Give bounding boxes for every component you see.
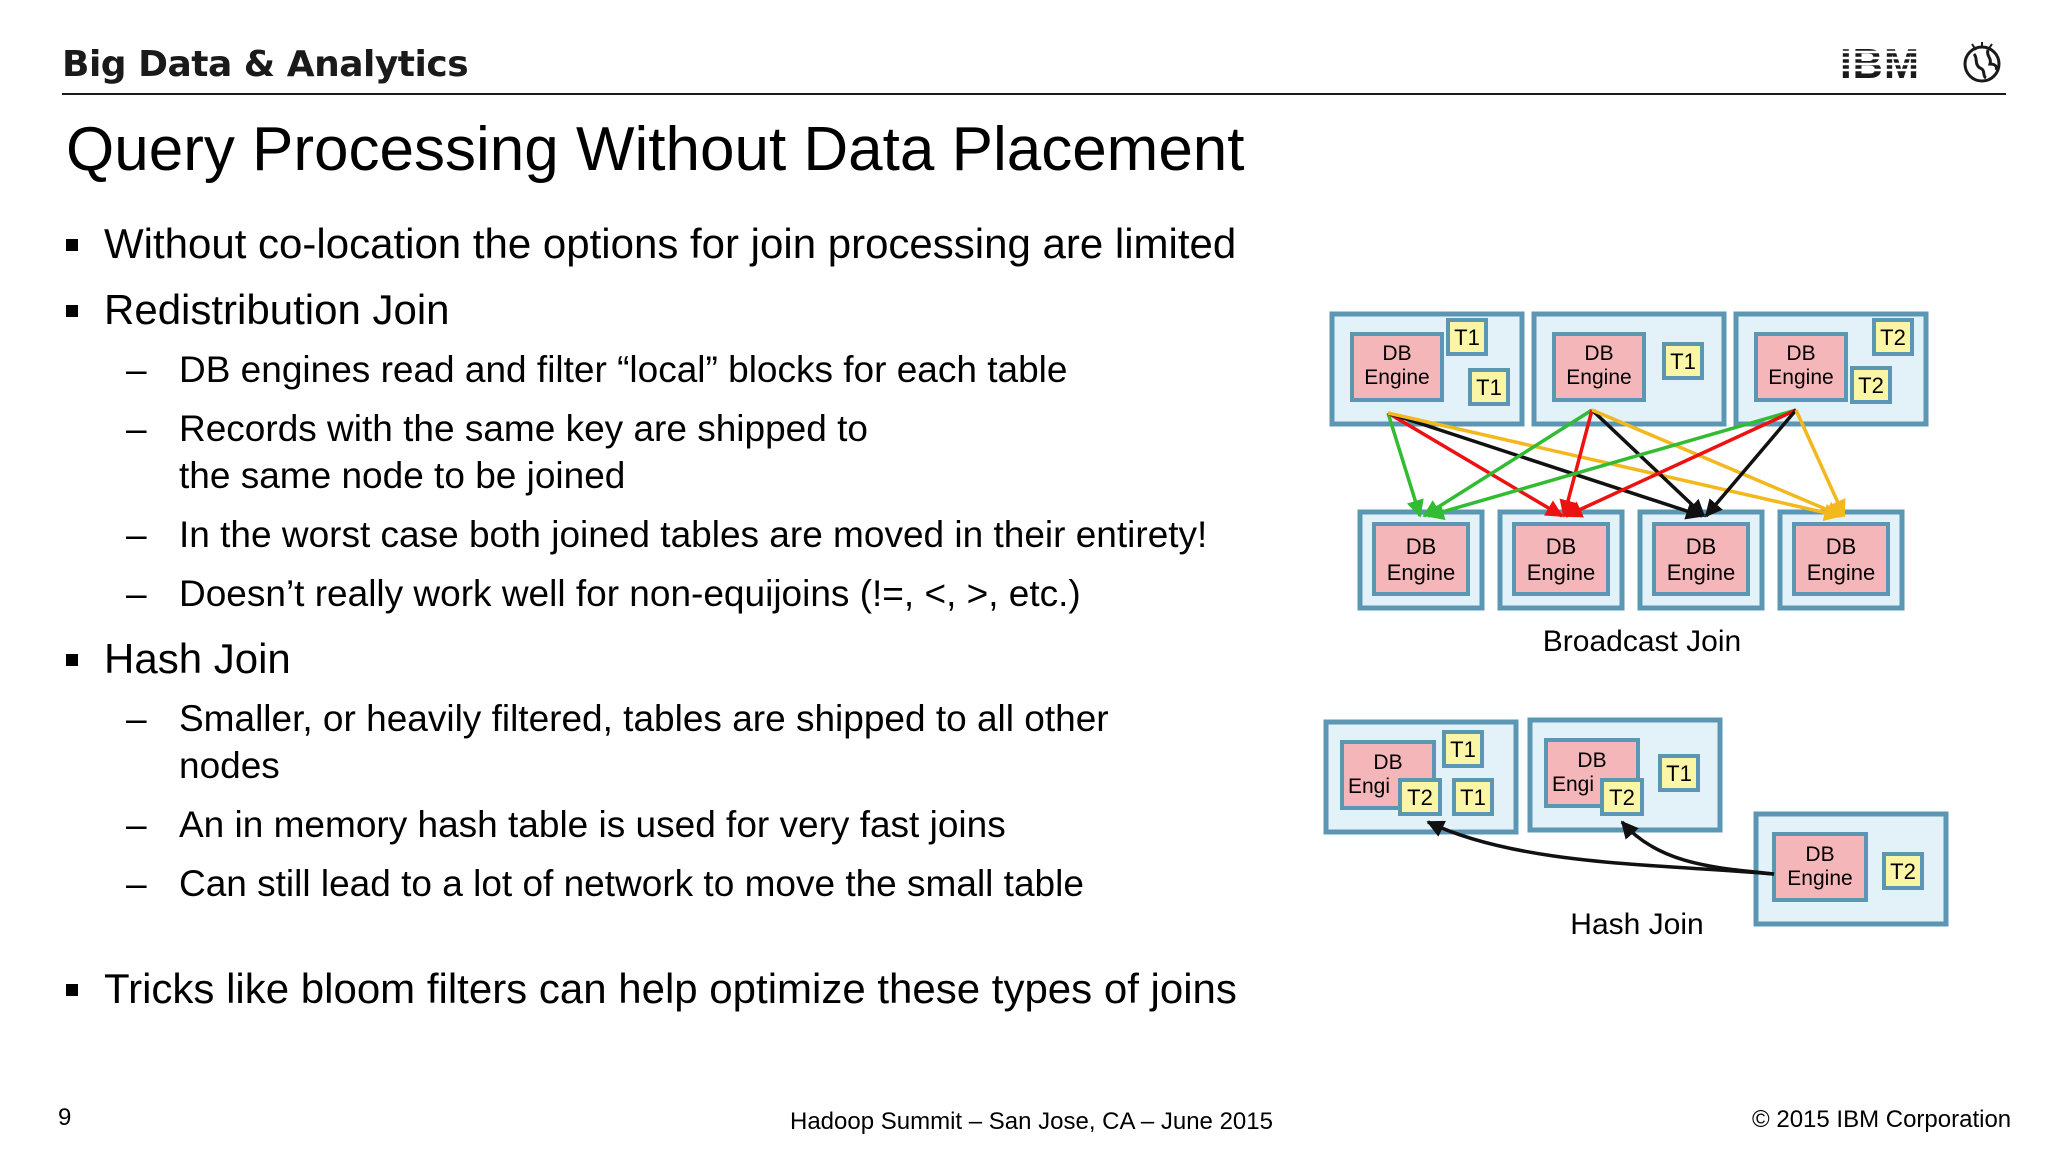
dash-bullet-icon: – bbox=[126, 408, 147, 449]
header-divider bbox=[62, 93, 2006, 95]
bullet-item: Redistribution Join bbox=[66, 286, 1356, 334]
hash-node-3: DB Engine T2 bbox=[1753, 811, 1949, 927]
broadcast-join-label: Broadcast Join bbox=[1543, 625, 1741, 658]
arrow-black bbox=[1620, 820, 1775, 876]
dash-bullet-icon: – bbox=[126, 573, 147, 614]
sub-bullet-text: In the worst case both joined tables are… bbox=[179, 514, 1208, 555]
hash-join-label: Hash Join bbox=[1570, 908, 1703, 941]
engine-label: DB bbox=[1805, 843, 1834, 866]
footer-event: Hadoop Summit – San Jose, CA – June 2015 bbox=[790, 1108, 1273, 1135]
table-label: T2 bbox=[1858, 373, 1884, 398]
arrow-orange bbox=[1591, 408, 1844, 518]
arrow-green bbox=[1386, 412, 1424, 518]
bullet-list: Without co-location the options for join… bbox=[66, 220, 1356, 1013]
engine-label: Engine bbox=[1768, 366, 1833, 389]
arrow-red bbox=[1387, 411, 1564, 518]
bullet-text: Tricks like bloom filters can help optim… bbox=[104, 965, 1237, 1012]
dash-bullet-icon: – bbox=[126, 698, 147, 739]
sub-bullet-text: Can still lead to a lot of network to mo… bbox=[179, 863, 1084, 904]
ibm-logo: IBM bbox=[1840, 40, 1955, 86]
table-label: T2 bbox=[1609, 785, 1635, 810]
engine-label: Engi bbox=[1348, 775, 1390, 798]
bullet-text: Hash Join bbox=[104, 635, 291, 682]
brand-title: Big Data & Analytics bbox=[62, 44, 469, 85]
sub-bullet-text: Smaller, or heavily filtered, tables are… bbox=[179, 698, 1109, 786]
square-bullet-icon bbox=[66, 984, 78, 996]
sub-bullet-text: Doesn’t really work well for non-equijoi… bbox=[179, 573, 1081, 614]
broadcast-node-1: DB Engine T1 T1 bbox=[1329, 311, 1525, 427]
arrow-green bbox=[1422, 408, 1593, 518]
broadcast-node-2: DB Engine T1 bbox=[1531, 311, 1727, 427]
bullet-item: Tricks like bloom filters can help optim… bbox=[66, 965, 1356, 1013]
table-label: T2 bbox=[1890, 859, 1916, 884]
broadcast-target-1: DB Engine bbox=[1357, 509, 1485, 611]
broadcast-target-4: DB Engine bbox=[1777, 509, 1905, 611]
dash-bullet-icon: – bbox=[126, 804, 147, 845]
engine-label: DB bbox=[1577, 749, 1606, 772]
dash-bullet-icon: – bbox=[126, 514, 147, 555]
engine-label: Engine bbox=[1807, 560, 1876, 585]
sub-bullet-item: – Doesn’t really work well for non-equij… bbox=[66, 570, 1409, 617]
sub-bullet-text: Records with the same key are shipped to… bbox=[179, 408, 868, 496]
table-label: T1 bbox=[1454, 325, 1480, 350]
engine-label: Engine bbox=[1364, 366, 1429, 389]
engine-label: DB bbox=[1686, 534, 1717, 559]
arrow-black bbox=[1704, 408, 1798, 518]
arrow-black bbox=[1590, 408, 1706, 518]
engine-label: Engine bbox=[1667, 560, 1736, 585]
engine-label: DB bbox=[1382, 342, 1411, 365]
table-label: T2 bbox=[1880, 325, 1906, 350]
engine-label: Engi bbox=[1552, 773, 1594, 796]
sub-bullet-item: – Can still lead to a lot of network to … bbox=[66, 860, 1409, 907]
arrow-black bbox=[1387, 411, 1704, 520]
bullet-item: Without co-location the options for join… bbox=[66, 220, 1356, 268]
engine-label: DB bbox=[1786, 342, 1815, 365]
join-diagram: DB Engine T1 T1 DB Engine T1 DB Engine T… bbox=[1323, 311, 1949, 941]
slide-title: Query Processing Without Data Placement bbox=[66, 115, 1245, 184]
sub-bullet-text: An in memory hash table is used for very… bbox=[179, 804, 1006, 845]
engine-label: Engine bbox=[1787, 867, 1852, 890]
square-bullet-icon bbox=[66, 239, 78, 251]
square-bullet-icon bbox=[66, 654, 78, 666]
table-label: T1 bbox=[1460, 785, 1486, 810]
engine-label: DB bbox=[1826, 534, 1857, 559]
table-label: T1 bbox=[1450, 737, 1476, 762]
sub-bullet-item: – Records with the same key are shipped … bbox=[66, 405, 929, 499]
engine-label: DB bbox=[1584, 342, 1613, 365]
dash-bullet-icon: – bbox=[126, 863, 147, 904]
arrow-orange bbox=[1794, 409, 1846, 518]
globe-icon bbox=[1963, 42, 2001, 83]
sub-bullet-item: – An in memory hash table is used for ve… bbox=[66, 801, 1409, 848]
sub-bullet-item: – DB engines read and filter “local” blo… bbox=[66, 346, 1179, 393]
engine-label: Engine bbox=[1387, 560, 1456, 585]
hash-node-2: DB Engi T2 T1 bbox=[1527, 717, 1723, 833]
table-label: T1 bbox=[1476, 375, 1502, 400]
sub-bullet-item: – Smaller, or heavily filtered, tables a… bbox=[66, 695, 1129, 789]
arrow-green bbox=[1426, 408, 1797, 521]
table-label: T2 bbox=[1407, 785, 1433, 810]
engine-label: DB bbox=[1373, 751, 1402, 774]
engine-label: DB bbox=[1546, 534, 1577, 559]
bullet-item: Hash Join bbox=[66, 635, 1356, 683]
engine-label: Engine bbox=[1566, 366, 1631, 389]
footer-copyright: © 2015 IBM Corporation bbox=[1752, 1106, 2012, 1133]
engine-label: Engine bbox=[1527, 560, 1596, 585]
table-label: T1 bbox=[1666, 761, 1692, 786]
table-label: T1 bbox=[1670, 349, 1696, 374]
sub-bullet-text: DB engines read and filter “local” block… bbox=[179, 349, 1068, 390]
broadcast-target-2: DB Engine bbox=[1497, 509, 1625, 611]
arrow-red bbox=[1564, 408, 1797, 518]
bullet-text: Redistribution Join bbox=[104, 286, 450, 333]
bullet-text: Without co-location the options for join… bbox=[104, 220, 1237, 267]
engine-label: DB bbox=[1406, 534, 1437, 559]
broadcast-target-3: DB Engine bbox=[1637, 509, 1765, 611]
dash-bullet-icon: – bbox=[126, 349, 147, 390]
broadcast-node-3: DB Engine T2 T2 bbox=[1733, 311, 1929, 427]
hash-node-1: DB Engi T1 T2 T1 bbox=[1323, 719, 1519, 835]
page-number: 9 bbox=[58, 1104, 72, 1131]
square-bullet-icon bbox=[66, 305, 78, 317]
arrow-red bbox=[1559, 409, 1594, 518]
arrow-orange bbox=[1387, 411, 1842, 522]
sub-bullet-item: – In the worst case both joined tables a… bbox=[66, 511, 1409, 558]
